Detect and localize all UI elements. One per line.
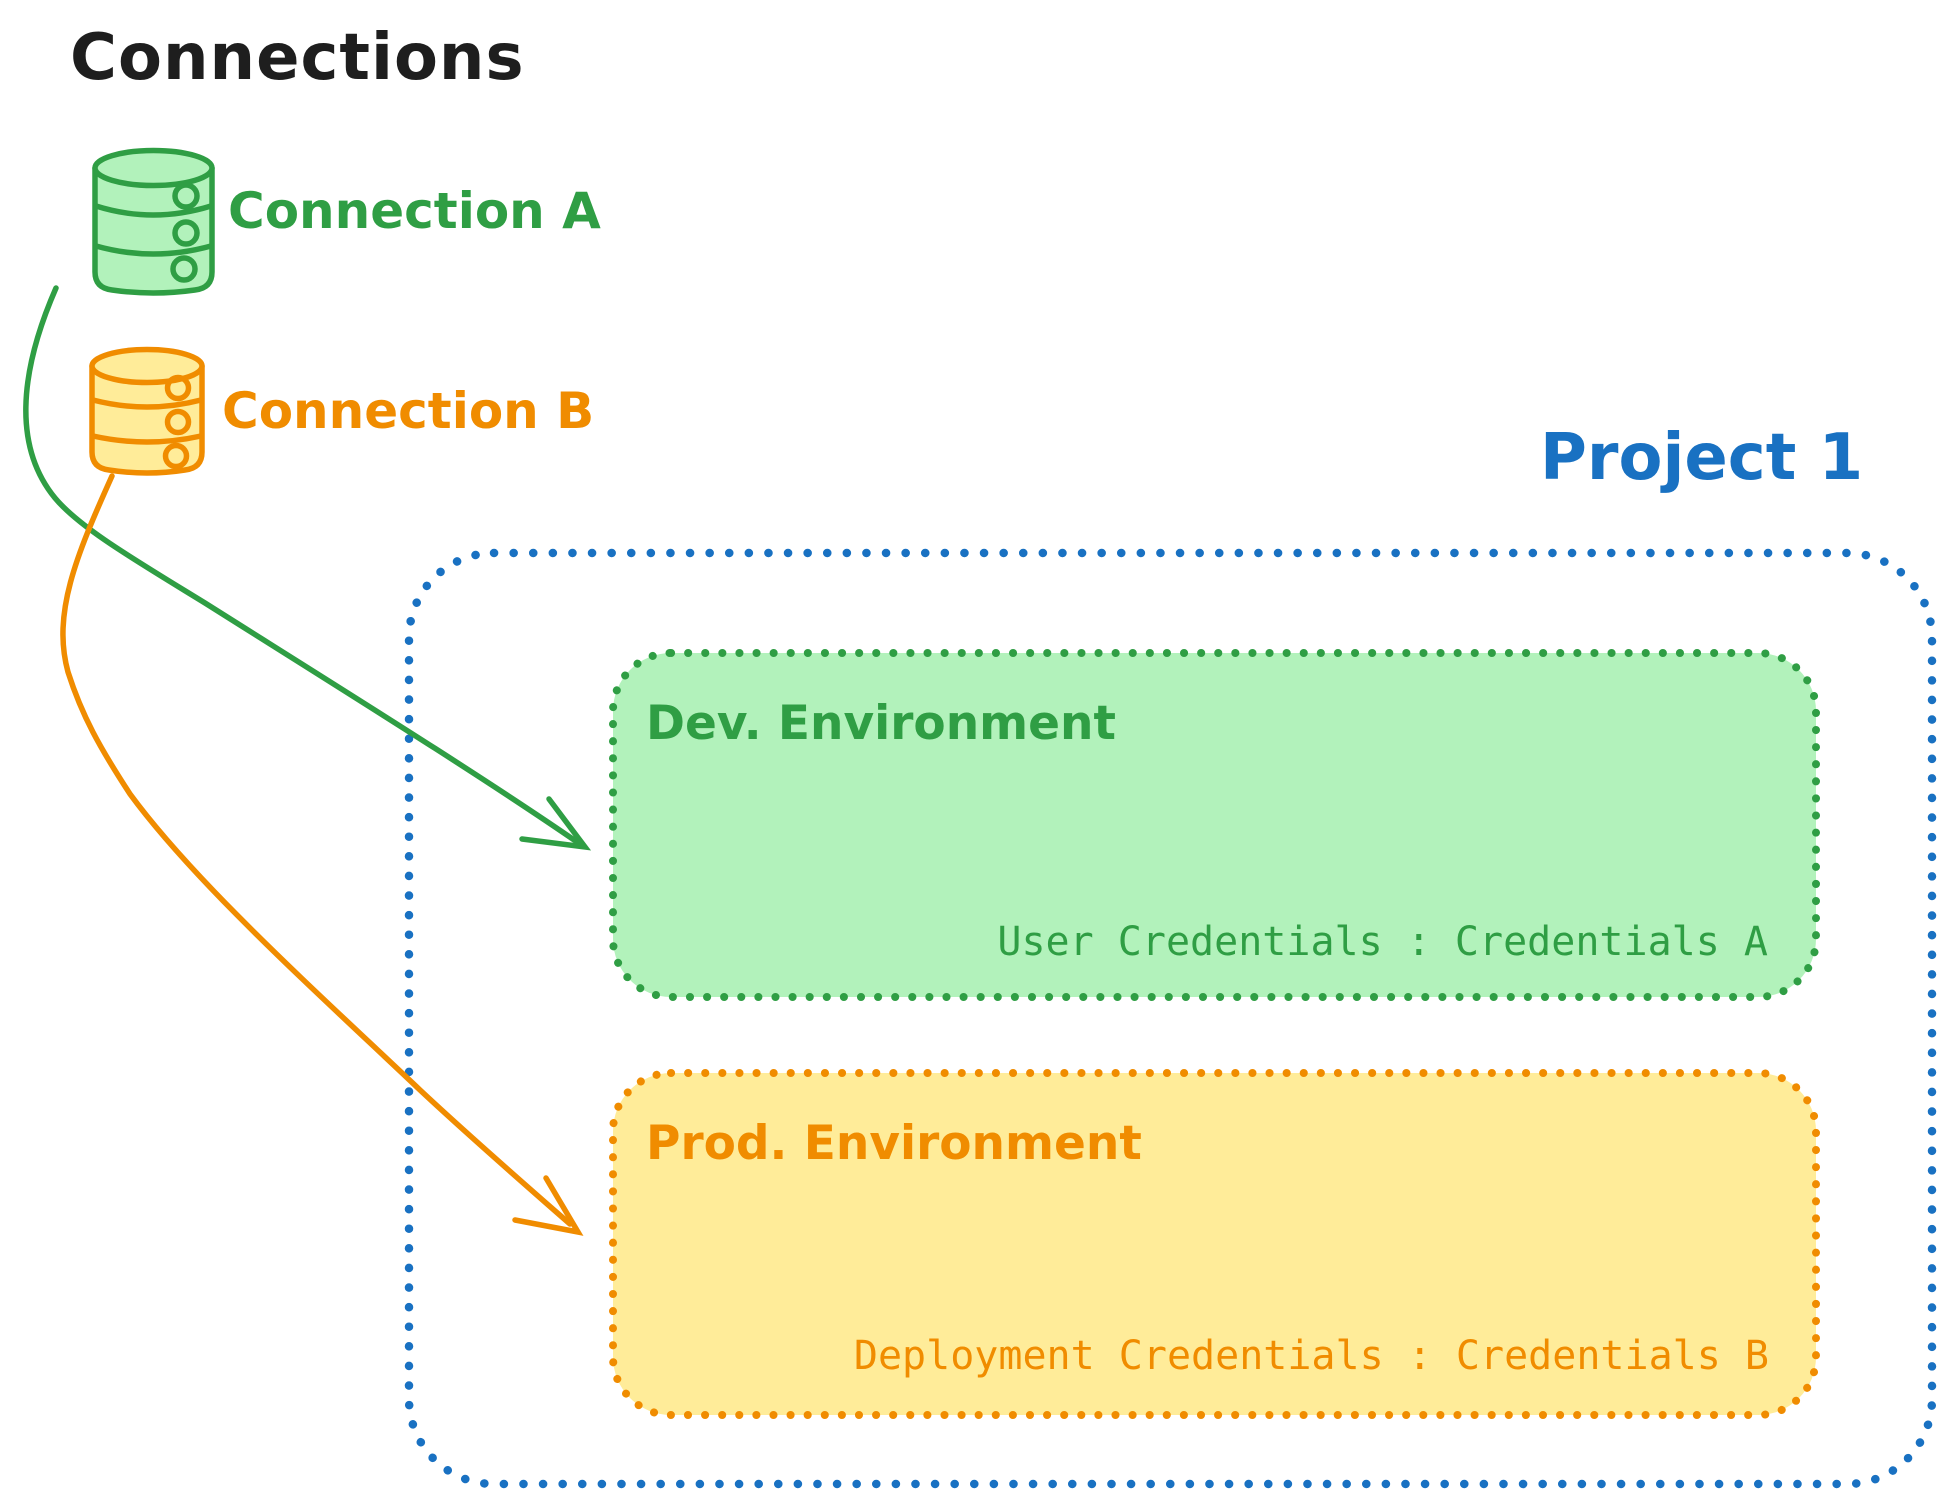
database-b-dot	[164, 374, 192, 402]
arrow-b-shaft	[60, 473, 573, 1227]
database-b-top	[89, 346, 205, 386]
arrow-a-shaft	[23, 285, 583, 847]
database-b-divider	[90, 397, 204, 410]
connection-b-label: Connection B	[222, 382, 595, 440]
database-b-dot	[162, 442, 190, 470]
database-a-dot	[172, 219, 200, 247]
database-b-divider	[90, 433, 204, 445]
project-box-border	[404, 548, 1937, 1489]
database-a-top	[92, 147, 215, 189]
project-title: Project 1	[1540, 421, 1864, 495]
dev-environment-label: Dev. Environment	[646, 696, 1116, 751]
arrow-connection-b-to-prod	[60, 473, 584, 1236]
database-icon	[89, 346, 205, 476]
prod-environment-label: Prod. Environment	[646, 1116, 1142, 1171]
arrow-a-head	[519, 796, 592, 851]
dev-environment-box	[609, 649, 1820, 1001]
database-a-dot	[172, 182, 200, 210]
database-a-divider	[93, 203, 214, 218]
database-a-dot	[170, 255, 198, 283]
prod-environment-box	[609, 1069, 1820, 1419]
arrow-connection-a-to-dev	[23, 285, 592, 851]
database-b-dot	[164, 408, 192, 436]
prod-environment-credentials: Deployment Credentials : Credentials B	[853, 1333, 1769, 1379]
database-a-divider	[93, 243, 214, 257]
arrow-b-head	[512, 1175, 584, 1236]
diagram-title: Connections	[70, 21, 525, 95]
dev-environment-credentials: User Credentials : Credentials A	[997, 919, 1768, 965]
connection-a-label: Connection A	[228, 182, 601, 240]
database-a-body	[92, 165, 215, 296]
database-icon	[92, 147, 215, 296]
